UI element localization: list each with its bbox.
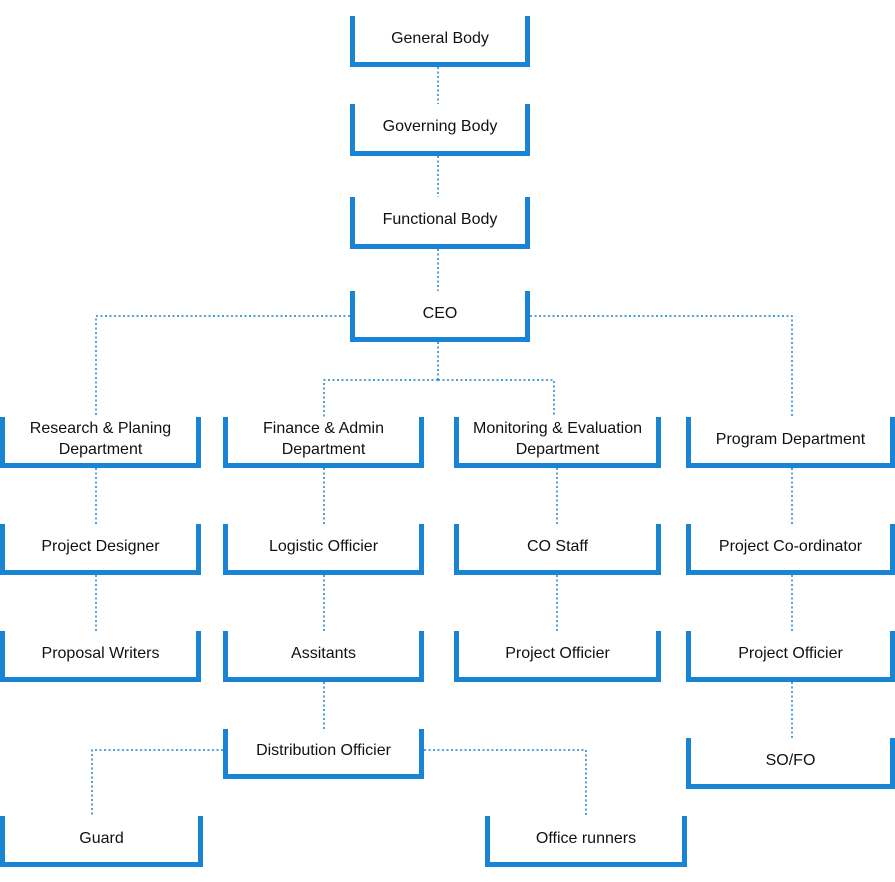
edge-ceo-finance (323, 379, 438, 417)
node-label: Project Co-ordinator (718, 537, 863, 555)
node-functional-body: Functional Body (350, 197, 530, 249)
node-finance-department: Finance & Admin Department (223, 417, 424, 468)
node-distribution-officier: Distribution Officier (223, 729, 424, 779)
node-project-officier-program: Project Officier (686, 631, 895, 682)
node-label: CO Staff (526, 537, 589, 555)
node-label: Functional Body (382, 211, 498, 228)
node-so-fo: SO/FO (686, 738, 895, 789)
node-label: Research & Planing Department (29, 420, 172, 458)
node-label: Distribution Officier (256, 742, 391, 759)
node-label: Proposal Writers (41, 644, 160, 662)
edge-ceo-research (95, 315, 350, 417)
node-project-designer: Project Designer (0, 524, 201, 575)
node-label: Project Officier (738, 644, 843, 662)
edge-ceo-program (530, 315, 793, 417)
node-general-body: General Body (350, 16, 530, 67)
node-label: Monitoring & Evaluation Department (473, 420, 642, 458)
node-co-staff: CO Staff (454, 524, 661, 575)
node-monitoring-department: Monitoring & Evaluation Department (454, 417, 661, 468)
node-office-runners: Office runners (485, 816, 687, 867)
node-label: Project Designer (41, 537, 160, 555)
node-label: Guard (79, 829, 124, 847)
node-project-officier-me: Project Officier (454, 631, 661, 682)
edge-distribution-runners (424, 749, 587, 816)
node-research-department: Research & Planing Department (0, 417, 201, 468)
node-program-department: Program Department (686, 417, 895, 468)
node-label: Governing Body (382, 118, 498, 135)
node-label: SO/FO (765, 751, 816, 769)
node-label: Logistic Officier (268, 537, 379, 555)
node-assitants: Assitants (223, 631, 424, 682)
node-label: Project Officier (505, 644, 610, 662)
node-label: Finance & Admin Department (263, 420, 384, 458)
node-label: CEO (422, 304, 458, 322)
node-guard: Guard (0, 816, 203, 867)
node-project-coordinator: Project Co-ordinator (686, 524, 895, 575)
node-label: Program Department (715, 430, 866, 448)
node-ceo: CEO (350, 291, 530, 342)
node-label: Assitants (291, 644, 356, 662)
edge-distribution-guard (91, 749, 223, 816)
node-logistic-officier: Logistic Officier (223, 524, 424, 575)
node-proposal-writers: Proposal Writers (0, 631, 201, 682)
node-governing-body: Governing Body (350, 104, 530, 156)
node-label: Office runners (535, 829, 637, 847)
edge-ceo-monitoring (438, 379, 555, 417)
node-label: General Body (391, 29, 489, 47)
